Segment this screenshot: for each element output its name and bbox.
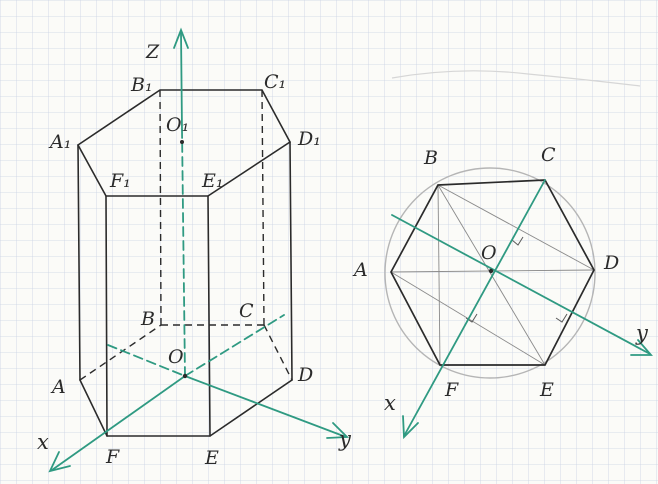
hexagon-y-arrowhead bbox=[630, 339, 653, 356]
edge-BB1 bbox=[159, 89, 162, 326]
label-O: O bbox=[168, 346, 184, 368]
label-x: x bbox=[37, 430, 49, 454]
edge-AB bbox=[79, 324, 162, 381]
hex-label-C: C bbox=[541, 144, 556, 166]
hex-label-x: x bbox=[384, 391, 396, 415]
prism-y-axis-hidden bbox=[184, 314, 285, 377]
regular-hexagon: B C A O D y x F E bbox=[352, 70, 653, 440]
hex-label-D: D bbox=[603, 252, 619, 274]
prism-center-O1 bbox=[180, 140, 184, 144]
hexagon-y-axis bbox=[391, 214, 651, 355]
prism-bottom-visible bbox=[79, 379, 293, 437]
edge-CD bbox=[263, 324, 293, 381]
label-A1: A₁ bbox=[48, 131, 71, 153]
label-D1: D₁ bbox=[297, 128, 321, 150]
label-C: C bbox=[239, 300, 254, 322]
pencil-scribble bbox=[391, 70, 641, 87]
prism-axes bbox=[48, 27, 350, 473]
x-axis-hidden bbox=[107, 344, 186, 377]
label-C1: C₁ bbox=[264, 71, 286, 93]
right-angle-1 bbox=[511, 236, 524, 246]
hex-label-E: E bbox=[539, 379, 554, 401]
label-O1: O₁ bbox=[166, 114, 189, 136]
hexagon-axes bbox=[391, 179, 653, 440]
hex-label-B: B bbox=[423, 147, 438, 169]
label-A: A bbox=[50, 376, 66, 398]
hex-label-O: O bbox=[481, 242, 497, 264]
hex-label-y: y bbox=[635, 321, 649, 345]
label-D: D bbox=[297, 364, 313, 386]
label-E1: E₁ bbox=[201, 170, 224, 192]
label-F1: F₁ bbox=[109, 170, 131, 192]
label-E: E bbox=[204, 447, 219, 469]
y-axis bbox=[184, 375, 347, 438]
label-B: B bbox=[140, 308, 155, 330]
edge-FF1 bbox=[105, 195, 108, 437]
hexagonal-prism bbox=[77, 89, 293, 437]
prism-labels: Z B₁ C₁ A₁ D₁ O₁ F₁ E₁ B C O A D x F E y bbox=[37, 41, 352, 469]
diagonal-BF bbox=[437, 184, 441, 366]
edge-AA1 bbox=[77, 144, 81, 381]
z-axis bbox=[180, 31, 183, 131]
diagonal-BE bbox=[437, 184, 546, 366]
label-y: y bbox=[338, 427, 352, 451]
edge-CC1 bbox=[261, 89, 265, 326]
prism-hidden-edges bbox=[79, 89, 293, 381]
label-F: F bbox=[105, 446, 120, 468]
hexagon-x-axis bbox=[403, 179, 546, 437]
z-axis-hidden bbox=[181, 129, 186, 377]
label-z: Z bbox=[145, 41, 160, 63]
x-axis bbox=[51, 375, 186, 471]
right-angle-3 bbox=[555, 313, 568, 323]
circumscribed-circle bbox=[384, 167, 596, 379]
x-arrowhead bbox=[48, 451, 71, 473]
y-arrowhead bbox=[326, 422, 350, 439]
hex-label-A: A bbox=[352, 259, 368, 281]
edge-DD1 bbox=[289, 141, 293, 381]
label-B1: B₁ bbox=[130, 74, 153, 96]
hexagon-center-O bbox=[488, 268, 494, 274]
prism-center-O bbox=[182, 373, 188, 379]
hex-label-F: F bbox=[444, 379, 459, 401]
edge-EE1 bbox=[207, 195, 211, 437]
z-arrowhead bbox=[173, 27, 189, 49]
diagonal-BD bbox=[437, 184, 595, 271]
hexagon-x-arrowhead bbox=[402, 415, 419, 440]
